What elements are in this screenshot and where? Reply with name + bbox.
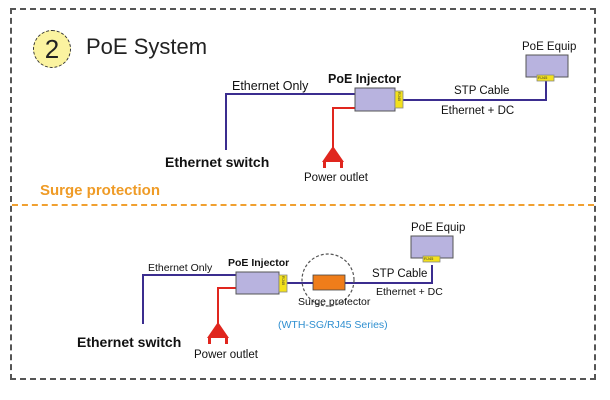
power-line-2	[217, 287, 244, 326]
power-plug-pin-left	[323, 162, 326, 168]
poe-injector-box-2	[235, 271, 280, 295]
label-ethernet-switch-2: Ethernet switch	[77, 334, 182, 350]
poe-injector-box	[354, 87, 396, 112]
top-diagram	[225, 54, 569, 168]
bottom-diagram	[142, 235, 454, 344]
step-number-badge: 2	[33, 30, 71, 68]
power-plug-pin-right	[340, 162, 343, 168]
label-poe-injector: PoE Injector	[328, 72, 401, 86]
label-stp-cable: STP Cable	[454, 85, 510, 97]
poe-equip-box	[525, 54, 569, 78]
label-ethernet-dc-2: Ethernet + DC	[376, 286, 443, 298]
injector-rj45-port	[394, 90, 404, 109]
label-ethernet-switch: Ethernet switch	[165, 154, 270, 170]
surge-protector-circle	[301, 253, 355, 307]
label-poe-injector-2: PoE Injector	[228, 257, 290, 269]
label-power-outlet-2: Power outlet	[194, 349, 258, 361]
surge-protector-device	[312, 274, 346, 291]
label-ethernet-dc: Ethernet + DC	[441, 105, 515, 117]
label-equip-rj45-2: RJ45	[424, 256, 434, 261]
label-ethernet-only-2: Ethernet Only	[148, 262, 213, 274]
section-title-surge-protection: Surge protection	[40, 182, 161, 199]
equip-rj45-port-2	[422, 255, 441, 263]
label-poe-equip: PoE Equip	[522, 41, 577, 53]
power-plug-icon	[322, 146, 344, 162]
label-equip-rj45: RJ45	[538, 75, 548, 80]
label-power-outlet: Power outlet	[304, 172, 368, 184]
poe-equip-box-2	[410, 235, 454, 259]
label-ethernet-only: Ethernet Only	[232, 79, 309, 93]
section-title-poe-system: PoE System	[86, 34, 208, 59]
power-plug-pin-left-2	[208, 338, 211, 344]
injector-rj45-port-2	[278, 274, 288, 293]
ethernet-only-line-2	[142, 274, 236, 324]
power-line	[332, 107, 368, 150]
label-poe-equip-2: PoE Equip	[411, 222, 466, 234]
section-divider	[12, 204, 594, 206]
label-series-note: (WTH-SG/RJ45 Series)	[278, 319, 388, 331]
ethernet-only-line	[225, 93, 357, 150]
label-injector-rj45-2: RJ45	[281, 275, 287, 286]
power-plug-icon-2	[207, 322, 229, 338]
outer-dashed-frame	[10, 8, 596, 380]
label-injector-rj45: RJ45	[397, 91, 403, 102]
step-number: 2	[44, 33, 60, 64]
label-surge-protector: Surge protector	[298, 296, 371, 308]
label-stp-cable-2: STP Cable	[372, 268, 428, 280]
equip-rj45-port	[536, 74, 555, 82]
power-plug-pin-right-2	[225, 338, 228, 344]
stp-cable-line	[403, 80, 547, 101]
